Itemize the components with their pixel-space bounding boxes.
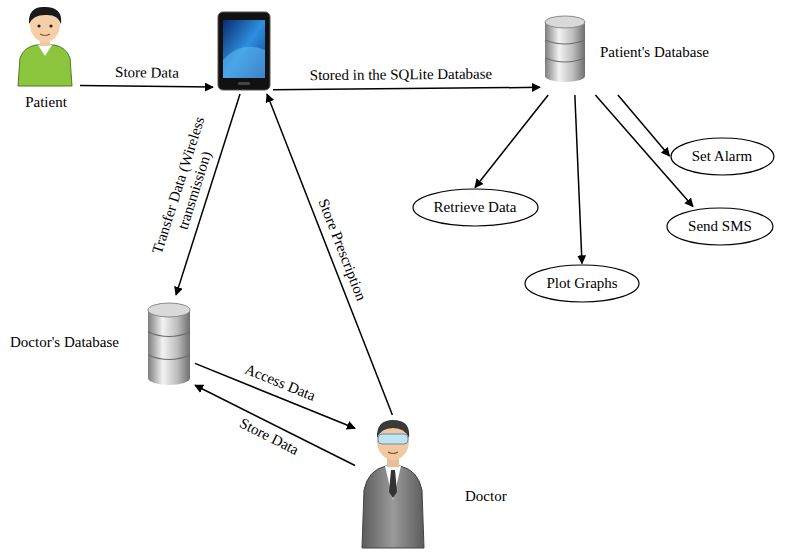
- arrow-connector: [267, 94, 392, 415]
- database-node: Patient's Database: [540, 10, 745, 95]
- edge-label: Store Data: [113, 64, 181, 82]
- database-icon: [148, 303, 190, 385]
- doctor-node: Doctor: [355, 415, 525, 548]
- database-icon: [545, 16, 585, 82]
- node-label: Doctor: [465, 488, 507, 505]
- arrow-connector: [475, 95, 548, 188]
- edge-label: Access Data: [240, 361, 319, 407]
- phone-node: [213, 8, 273, 94]
- edge-label: Stored in the SQLite Database: [308, 66, 495, 85]
- edge-label: Store Prescription: [314, 194, 371, 305]
- arrow-connector: [273, 87, 540, 89]
- phone-icon: [218, 12, 270, 90]
- node-label: Retrieve Data: [434, 199, 517, 216]
- patient-node: Patient: [12, 5, 80, 111]
- function-ellipse: Set Alarm: [670, 137, 775, 176]
- edge-label: Transfer Data (Wireless transmission): [146, 107, 227, 269]
- edge-label: Store Data: [235, 415, 303, 461]
- arrow-connector: [618, 95, 670, 156]
- arrow-connector: [575, 95, 582, 264]
- node-label: Doctor's Database: [10, 334, 119, 351]
- function-ellipse: Send SMS: [666, 207, 774, 246]
- function-ellipse: Retrieve Data: [412, 188, 539, 227]
- node-label: Set Alarm: [692, 148, 752, 165]
- node-label: Patient: [25, 94, 67, 111]
- node-label: Plot Graphs: [546, 275, 617, 292]
- database-node: Doctor's Database: [5, 295, 195, 390]
- node-label: Send SMS: [688, 218, 752, 235]
- node-label: Patient's Database: [600, 44, 709, 61]
- doctor-icon: [362, 420, 424, 548]
- arrow-connector: [80, 86, 213, 88]
- function-ellipse: Plot Graphs: [524, 264, 640, 303]
- patient-icon: [18, 7, 72, 86]
- arrow-connector: [195, 385, 355, 465]
